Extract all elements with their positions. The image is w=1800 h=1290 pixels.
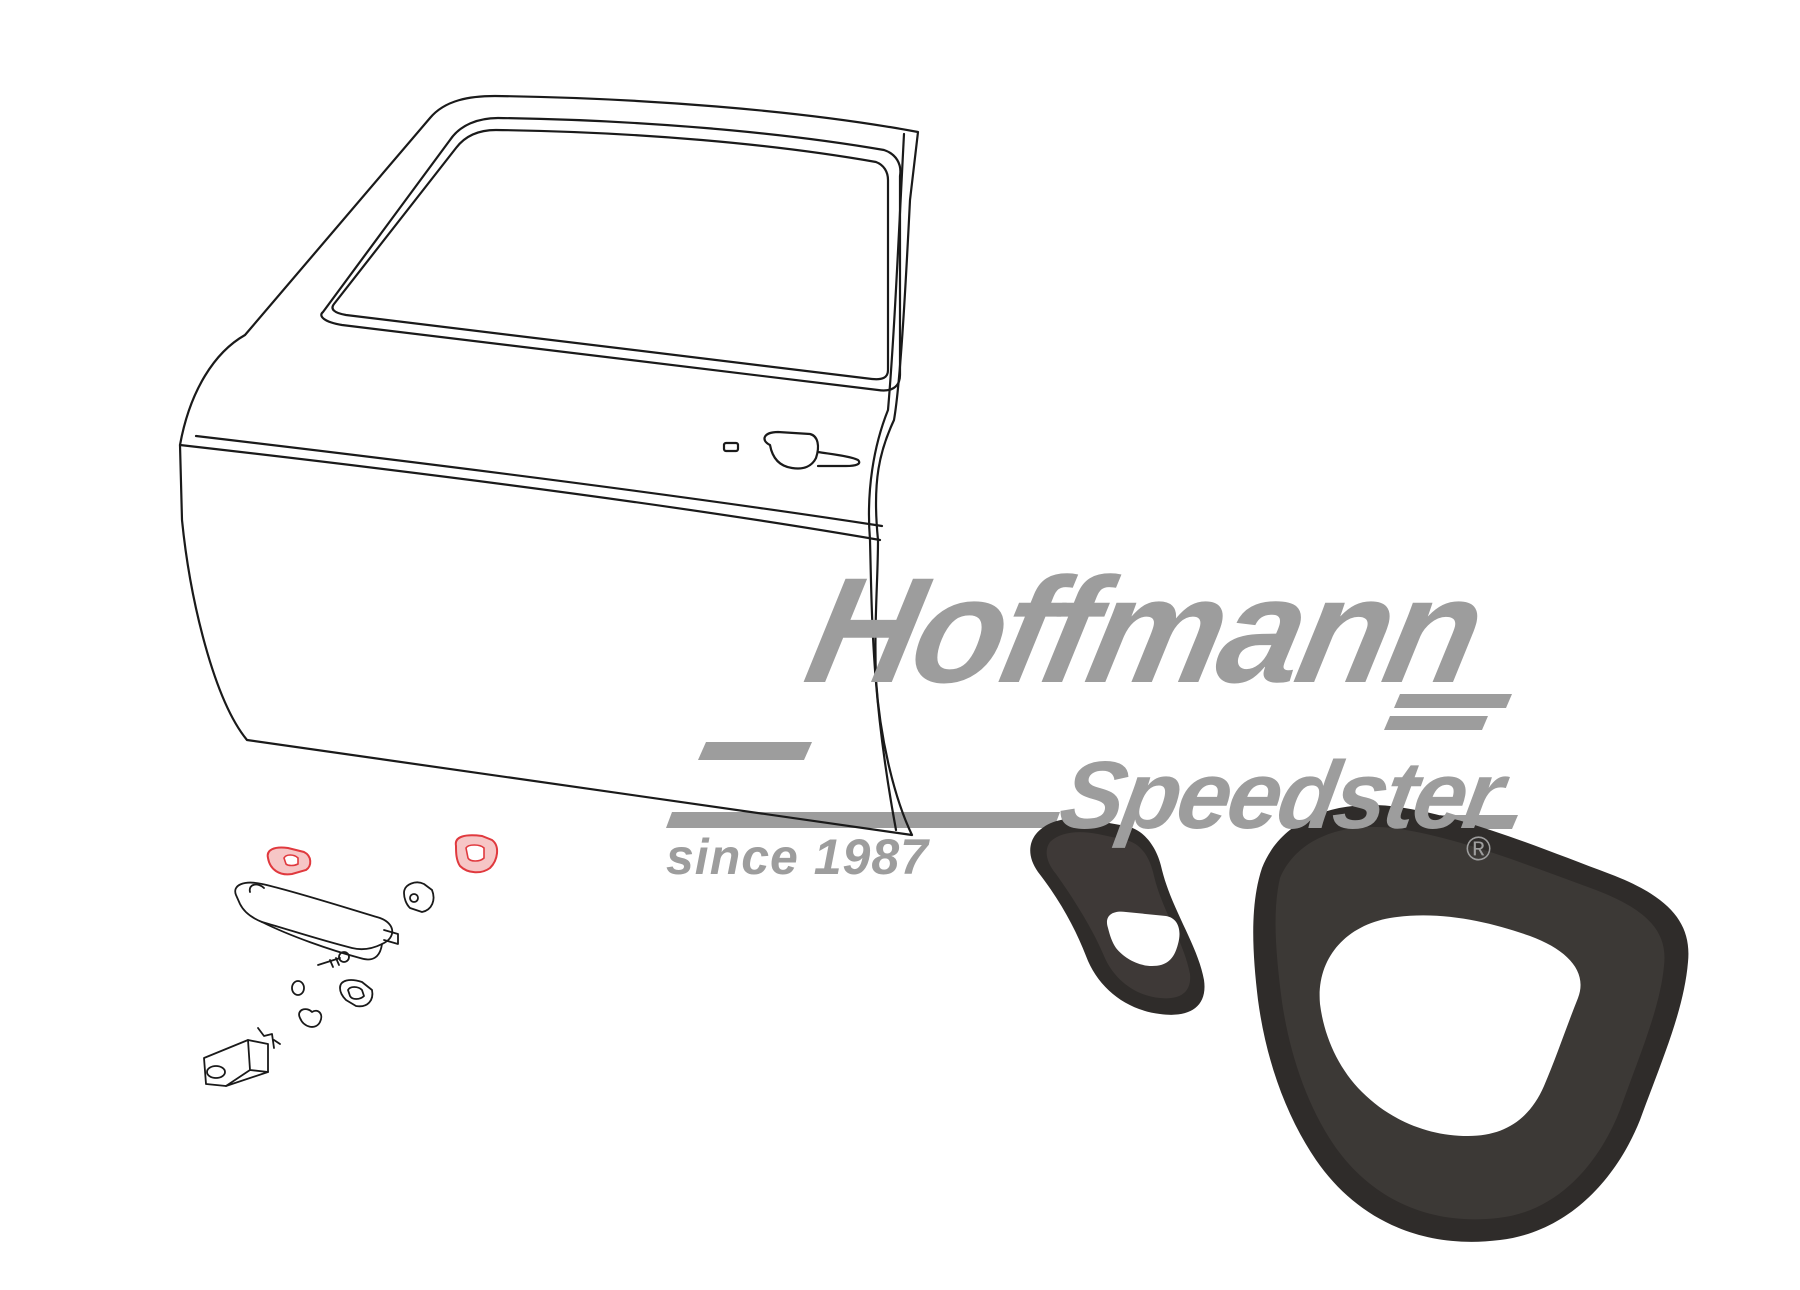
lock-cylinder bbox=[403, 881, 435, 913]
door-outline bbox=[178, 94, 920, 837]
gasket-small-hole bbox=[1106, 911, 1180, 966]
door-handle-tail bbox=[816, 450, 861, 468]
handle-pivot bbox=[248, 883, 265, 893]
gasket-photo-small bbox=[1030, 818, 1205, 1015]
door-belt-line bbox=[178, 443, 882, 542]
logo-stripe-left-upper bbox=[698, 742, 812, 760]
highlight-gasket-left-hole bbox=[283, 854, 299, 867]
window-frame-outer bbox=[320, 116, 902, 392]
logo-brand-line1: Hoffmann bbox=[794, 546, 1496, 714]
screw-head bbox=[338, 951, 350, 963]
door-rear-edge bbox=[867, 132, 906, 832]
latch-button bbox=[206, 1065, 226, 1079]
logo-stripe-left-lower bbox=[666, 812, 1060, 828]
logo-since: since 1987 bbox=[666, 829, 929, 885]
logo-registered-mark: ® bbox=[1466, 830, 1492, 868]
door-lock-hole bbox=[722, 441, 740, 453]
logo-brand-line2: Speedster bbox=[1052, 742, 1509, 849]
highlight-gasket-right-hole bbox=[465, 844, 485, 862]
small-gasket-hole bbox=[347, 986, 365, 1000]
lock-cylinder-face bbox=[409, 893, 419, 903]
exterior-handle-grip bbox=[261, 921, 383, 961]
screw bbox=[317, 957, 341, 968]
spring-clip bbox=[298, 1008, 323, 1028]
door-handle-recess bbox=[763, 430, 820, 470]
handle-assembly bbox=[203, 881, 435, 1087]
latch-housing-side bbox=[225, 1039, 269, 1087]
door-belt-line-inner bbox=[194, 434, 884, 528]
door-shell bbox=[178, 94, 920, 837]
handle-spindle bbox=[383, 929, 399, 945]
latch-bracket bbox=[257, 1027, 281, 1049]
highlighted-gaskets bbox=[266, 834, 498, 876]
exterior-handle bbox=[234, 881, 394, 951]
logo-stripe-right-mid bbox=[1384, 716, 1488, 730]
bushing bbox=[291, 980, 305, 996]
gasket-photo-large bbox=[1253, 805, 1689, 1242]
small-gasket bbox=[339, 979, 374, 1008]
logo-stripe-right-upper bbox=[1394, 694, 1512, 708]
logo-stripes bbox=[666, 694, 1518, 829]
gasket-large-hole bbox=[1319, 915, 1581, 1136]
window-frame-inner bbox=[331, 128, 890, 381]
